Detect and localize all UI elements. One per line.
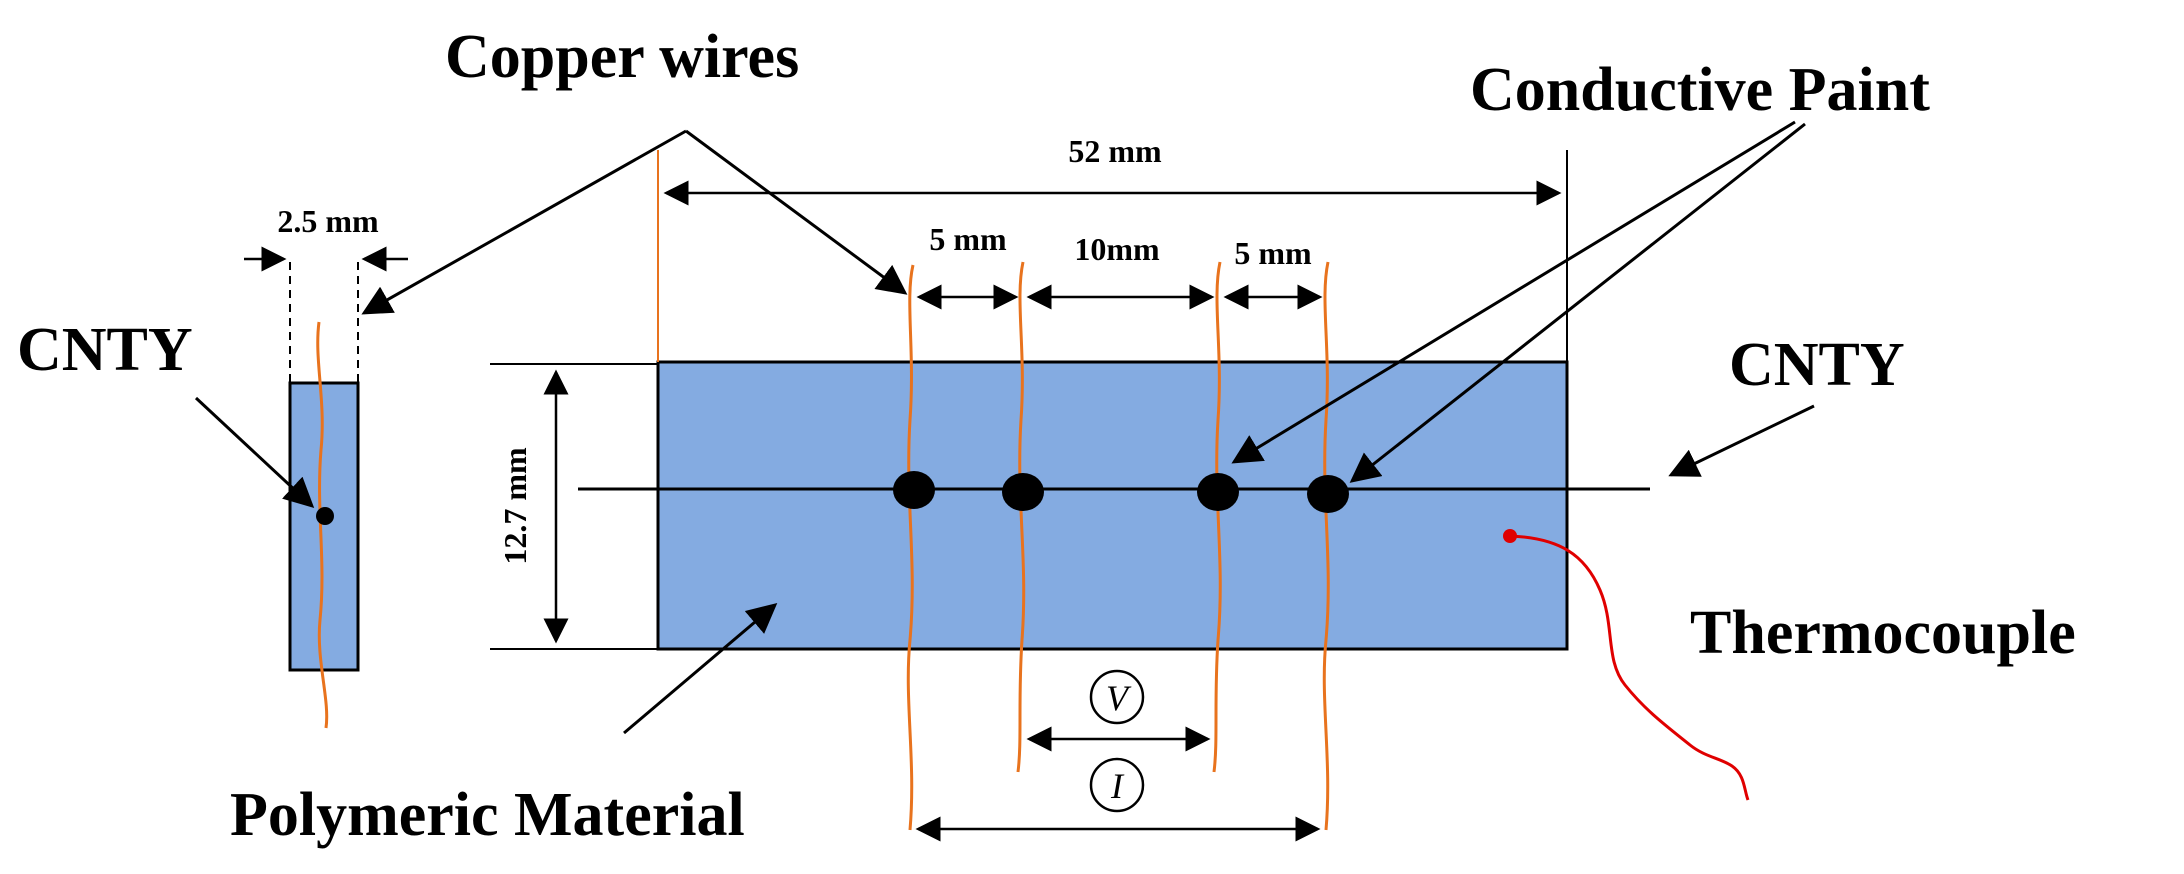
conductive-paint-dot-3 — [1197, 473, 1239, 511]
copper-wires-pointer-main — [685, 129, 908, 295]
polymeric-material-label: Polymeric Material — [230, 781, 745, 849]
cnty-left-pointer — [194, 396, 315, 509]
copper-wire-4 — [1322, 261, 1330, 831]
current-symbol-circle — [1089, 757, 1145, 813]
conductive-paint-label: Conductive Paint — [1470, 56, 1930, 124]
conductive-paint-dot-1 — [893, 471, 935, 509]
main-view: 52 mm 5 mm 10mm 5 mm 12.7 mm V I — [490, 133, 1650, 842]
side-cnty-dot — [316, 507, 334, 525]
length-label: 52 mm — [1068, 133, 1162, 169]
polymeric-material-pointer — [623, 603, 778, 735]
main-specimen — [656, 360, 1569, 651]
side-specimen — [288, 381, 360, 672]
cnty-right-pointer — [1668, 404, 1815, 477]
cnty-left-label: CNTY — [17, 316, 193, 384]
copper-wire-3 — [1212, 261, 1222, 773]
copper-wires-pointer-side — [361, 129, 687, 315]
height-label: 12.7 mm — [497, 447, 533, 565]
gap-2-label: 10mm — [1074, 231, 1160, 267]
thermocouple-label: Thermocouple — [1690, 599, 2076, 667]
side-copper-wire — [316, 321, 329, 729]
voltage-symbol: V — [1106, 678, 1132, 718]
gap-1-label: 5 mm — [929, 221, 1007, 257]
side-view: 2.5 mm CNTY — [17, 203, 408, 729]
thermocouple-wire — [1509, 534, 1750, 801]
cnty-right-label: CNTY — [1729, 331, 1905, 399]
copper-wire-2 — [1016, 261, 1026, 773]
current-symbol: I — [1110, 766, 1125, 806]
conductive-paint-dot-2 — [1002, 473, 1044, 511]
copper-wires-label: Copper wires — [445, 23, 799, 91]
conductive-paint-pointer-2 — [1349, 122, 1806, 483]
conductive-paint-pointer-1 — [1231, 120, 1796, 464]
conductive-paint-dot-4 — [1307, 475, 1349, 513]
copper-wire-1 — [906, 264, 915, 831]
callouts: Copper wires Conductive Paint CNTY Polym… — [230, 23, 2076, 849]
voltage-symbol-circle — [1089, 669, 1145, 725]
side-width-label: 2.5 mm — [277, 203, 379, 239]
gap-3-label: 5 mm — [1234, 235, 1312, 271]
